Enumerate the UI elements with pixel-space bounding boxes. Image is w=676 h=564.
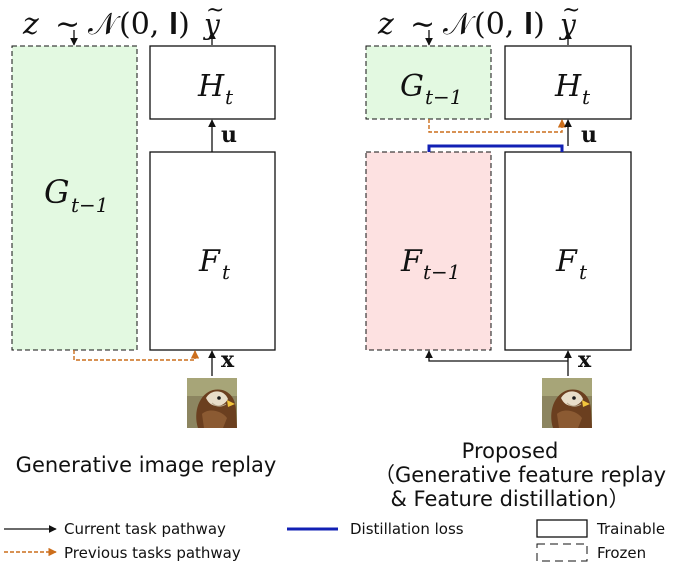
left-caption: Generative image replay bbox=[16, 453, 277, 477]
legend-trainable-swatch bbox=[536, 519, 588, 538]
input-branch-arrow bbox=[425, 350, 568, 362]
legend-frozen-swatch bbox=[536, 543, 588, 562]
old-extractor-label: F t−1 bbox=[400, 244, 461, 284]
legend-distill-label: Distillation loss bbox=[350, 520, 464, 538]
extractor-box bbox=[504, 151, 632, 351]
old-extractor-subscript: t−1 bbox=[423, 260, 461, 284]
legend-current-label: Current task pathway bbox=[64, 520, 226, 538]
tilde-relation: ∼ bbox=[410, 7, 435, 42]
left-panel: z ∼ 𝒩 (0, 𝐈) y ~ G t−1 H t F t bbox=[11, 0, 277, 477]
caption-line-3: & Feature distillation） bbox=[390, 487, 629, 511]
right-noise-formula: z ∼ 𝒩 (0, 𝐈) bbox=[377, 7, 545, 42]
output-tilde-mark: ~ bbox=[562, 0, 580, 23]
extractor-subscript: t bbox=[222, 260, 231, 284]
caption-line-2: （Generative feature replay bbox=[374, 463, 666, 487]
generator-name: G bbox=[44, 173, 70, 211]
extractor-subscript: t bbox=[579, 260, 588, 284]
generator-label: G t−1 bbox=[44, 173, 109, 217]
generator-box bbox=[365, 45, 492, 120]
normal-distribution-symbol: 𝒩 bbox=[88, 7, 121, 42]
right-panel: z ∼ 𝒩 (0, 𝐈) y ~ G t−1 H t F t−1 bbox=[365, 0, 666, 511]
extractor-name: F bbox=[555, 244, 578, 279]
old-extractor-box bbox=[365, 151, 492, 351]
head-label: H t bbox=[197, 69, 234, 109]
head-box bbox=[504, 45, 632, 120]
image-replay-path bbox=[73, 350, 200, 361]
legend-trainable-label: Trainable bbox=[596, 520, 665, 538]
generator-label: G t−1 bbox=[400, 69, 463, 109]
head-subscript: t bbox=[582, 85, 591, 109]
generator-name: G bbox=[400, 69, 424, 104]
right-output-label: y ~ bbox=[558, 0, 580, 41]
extractor-label: F t bbox=[198, 244, 231, 284]
extractor-box bbox=[149, 151, 276, 351]
distribution-args: (0, 𝐈) bbox=[474, 7, 545, 42]
feature-replay-path bbox=[428, 119, 567, 133]
head-name: H bbox=[197, 69, 225, 104]
input-label: x bbox=[221, 347, 235, 373]
distribution-args: (0, 𝐈) bbox=[119, 7, 190, 42]
caption-line-1: Proposed bbox=[462, 439, 559, 463]
extractor-name: F bbox=[198, 244, 221, 279]
head-box bbox=[149, 45, 276, 120]
output-tilde-mark: ~ bbox=[206, 0, 224, 23]
legend-previous-label: Previous tasks pathway bbox=[64, 544, 241, 562]
generator-box bbox=[11, 45, 138, 351]
head-label: H t bbox=[554, 69, 591, 109]
generator-subscript: t−1 bbox=[71, 193, 109, 217]
bird-image bbox=[187, 378, 237, 428]
legend: Current task pathway Previous tasks path… bbox=[4, 519, 665, 562]
head-name: H bbox=[554, 69, 582, 104]
noise-variable: z bbox=[22, 7, 39, 42]
right-caption: Proposed （Generative feature replay & Fe… bbox=[374, 439, 666, 511]
feature-label: u bbox=[581, 122, 597, 148]
tilde-relation: ∼ bbox=[55, 7, 80, 42]
output-symbol: y bbox=[558, 8, 577, 41]
output-symbol: y bbox=[202, 8, 221, 41]
generator-subscript: t−1 bbox=[425, 85, 463, 109]
normal-distribution-symbol: 𝒩 bbox=[443, 7, 476, 42]
extractor-label: F t bbox=[555, 244, 588, 284]
old-extractor-name: F bbox=[400, 244, 423, 279]
distillation-loss-link bbox=[427, 144, 564, 152]
left-output-label: y ~ bbox=[202, 0, 224, 41]
feature-label: u bbox=[221, 122, 237, 148]
noise-variable: z bbox=[377, 7, 394, 42]
input-label: x bbox=[578, 347, 592, 373]
bird-image bbox=[542, 378, 592, 428]
left-noise-formula: z ∼ 𝒩 (0, 𝐈) bbox=[22, 7, 190, 42]
legend-frozen-label: Frozen bbox=[597, 544, 646, 562]
head-subscript: t bbox=[225, 85, 234, 109]
